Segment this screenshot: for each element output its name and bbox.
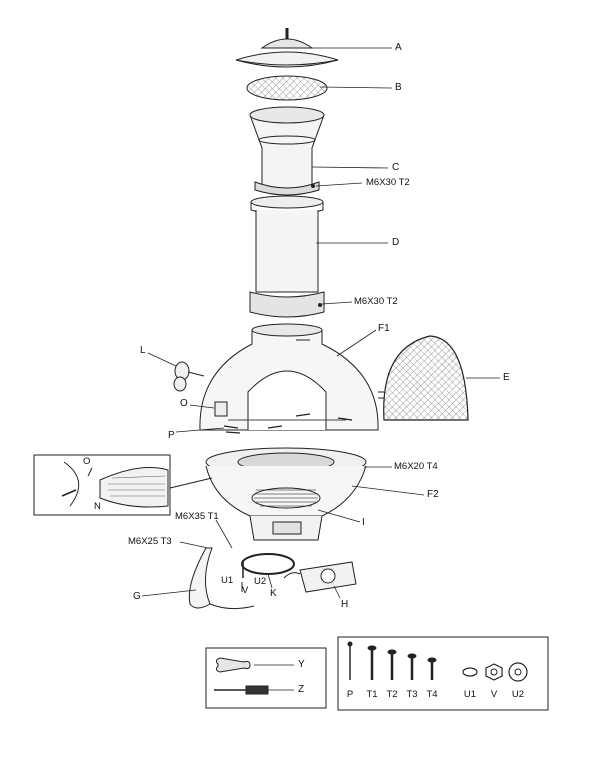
part-f1-upper-body — [199, 323, 379, 431]
hardware-label-u1: U1 — [463, 689, 477, 700]
part-a-cap — [235, 28, 339, 68]
callout-g: G — [133, 591, 141, 602]
hardware-box — [337, 636, 549, 711]
callout-v: V — [242, 585, 249, 596]
callout-o: O — [180, 398, 188, 409]
callout-k: K — [270, 588, 277, 599]
callout-f2: F2 — [427, 489, 439, 500]
hardware-label-t2: T2 — [386, 689, 398, 700]
callout-inset-o: O — [83, 456, 91, 467]
part-e-spark-screen-door — [378, 335, 469, 421]
hardware-u1-v — [241, 560, 244, 592]
callout-h: H — [341, 599, 349, 610]
part-h-ash-tray — [283, 561, 357, 593]
hardware-label-v: V — [490, 689, 498, 700]
callout-d: D — [392, 237, 400, 248]
callout-c: C — [392, 162, 400, 173]
callout-t1-screw: M6X35 T1 — [175, 511, 219, 522]
callout-t3-screw: M6X25 T3 — [128, 536, 172, 547]
callout-inset-n: N — [94, 501, 101, 512]
callout-l: L — [140, 345, 146, 356]
callout-f2-screw: M6X20 T4 — [394, 461, 438, 472]
part-g-legs — [188, 547, 255, 610]
screws-p — [223, 413, 353, 434]
part-b-mesh-screen — [246, 75, 328, 101]
hardware-label-t4: T4 — [426, 689, 438, 700]
part-l-handle — [173, 361, 205, 392]
callout-f1: F1 — [378, 323, 390, 334]
hardware-label-t3: T3 — [406, 689, 418, 700]
leader-lines — [141, 47, 500, 599]
callout-e: E — [503, 372, 510, 383]
wrench-icon — [215, 657, 251, 673]
hardware-label-u2: U2 — [511, 689, 525, 700]
part-c-upper-chimney — [249, 106, 325, 196]
callout-b: B — [395, 82, 402, 93]
part-f2-lower-bowl — [205, 447, 367, 541]
inset-detail — [33, 454, 213, 516]
part-k-ring — [241, 553, 295, 575]
tool-label-wrench: Y — [298, 659, 305, 670]
callout-u2: U2 — [254, 576, 267, 587]
hardware-label-t1: T1 — [366, 689, 378, 700]
part-d-lower-chimney — [249, 195, 325, 318]
hardware-label-p: P — [346, 689, 354, 700]
callout-a: A — [395, 42, 402, 53]
callout-d-screw: M6X30 T2 — [354, 296, 398, 307]
callout-u1: U1 — [221, 575, 234, 586]
hinge-bracket-o — [214, 401, 228, 417]
tools-box — [205, 647, 327, 709]
callout-i: I — [362, 517, 365, 528]
callout-c-screw: M6X30 T2 — [366, 177, 410, 188]
tool-label-screwdriver: Z — [298, 684, 305, 695]
callout-p: P — [168, 430, 175, 441]
